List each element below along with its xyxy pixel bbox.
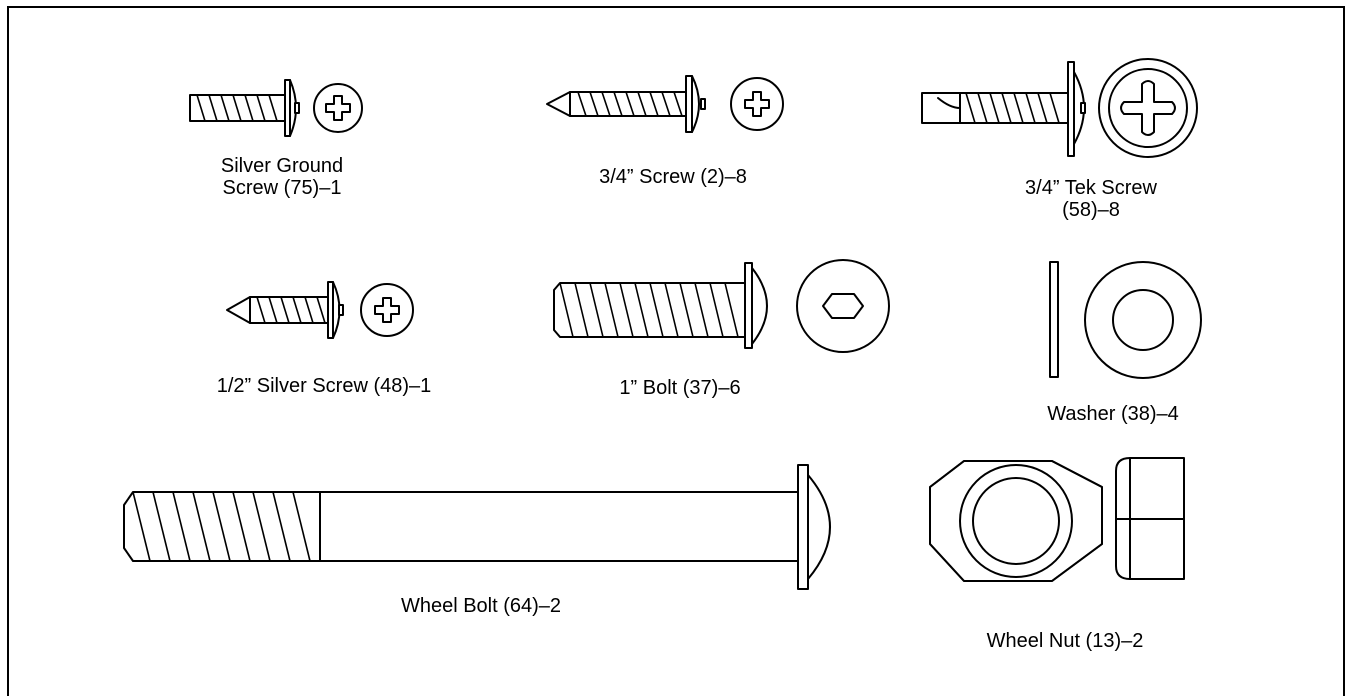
half-inch-silver-screw-label-line1: 1/2” Silver Screw (48)–1 (216, 375, 432, 397)
half-inch-silver-screw-label: 1/2” Silver Screw (48)–1 (217, 375, 432, 397)
wheel-bolt-drawing (123, 464, 831, 590)
three-quarter-screw-drawing (546, 75, 706, 133)
wheel-nut-face-icon (929, 460, 1103, 582)
three-quarter-screw-head-icon (730, 77, 784, 131)
silver-ground-screw-label-line2: Screw (75)–1 (222, 177, 342, 199)
diagram-frame (7, 6, 1345, 696)
three-quarter-screw-label: 3/4” Screw (2)–8 (599, 166, 747, 188)
three-quarter-tek-screw-label: 3/4” Tek Screw (58)–8 (1025, 177, 1157, 221)
half-inch-silver-screw-head-icon (360, 283, 414, 337)
three-quarter-tek-screw-label-line2: (58)–8 (1062, 199, 1120, 221)
wheel-bolt-label: Wheel Bolt (64)–2 (401, 595, 561, 617)
one-inch-bolt-label-line1: 1” Bolt (37)–6 (619, 377, 741, 399)
one-inch-bolt-drawing (553, 262, 768, 349)
wheel-nut-label: Wheel Nut (13)–2 (987, 630, 1144, 652)
washer-label-line1: Washer (38)–4 (1047, 403, 1179, 425)
silver-ground-screw-label: Silver Ground Screw (75)–1 (221, 155, 343, 199)
washer-face-icon (1084, 261, 1202, 379)
washer-label: Washer (38)–4 (1047, 403, 1179, 425)
one-inch-bolt-head-icon (796, 259, 890, 353)
silver-ground-screw-label-line1: Silver Ground (220, 155, 344, 177)
silver-ground-screw-head-icon (313, 83, 363, 133)
washer-drawing (1049, 261, 1059, 378)
wheel-nut-side-drawing (1115, 457, 1185, 580)
three-quarter-tek-screw-head-icon (1098, 58, 1198, 158)
half-inch-silver-screw-drawing (226, 281, 344, 339)
wheel-nut-label-line1: Wheel Nut (13)–2 (986, 630, 1144, 652)
three-quarter-tek-screw-drawing (921, 61, 1086, 157)
wheel-bolt-label-line1: Wheel Bolt (64)–2 (400, 595, 562, 617)
one-inch-bolt-label: 1” Bolt (37)–6 (619, 377, 740, 399)
silver-ground-screw-drawing (189, 79, 300, 137)
three-quarter-screw-label-line1: 3/4” Screw (2)–8 (599, 166, 747, 188)
three-quarter-tek-screw-label-line1: 3/4” Tek Screw (1025, 177, 1157, 199)
